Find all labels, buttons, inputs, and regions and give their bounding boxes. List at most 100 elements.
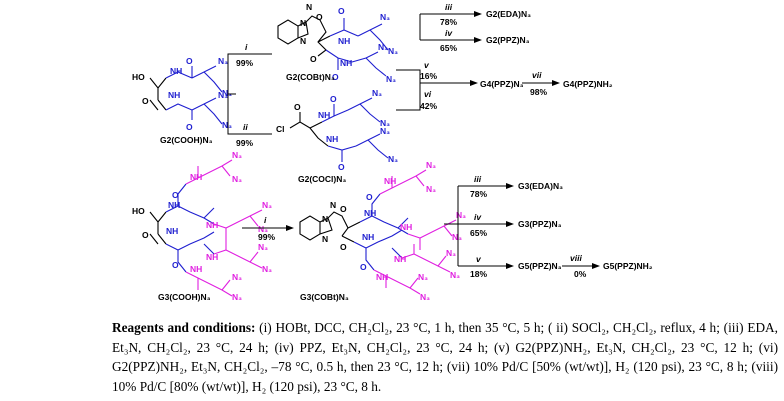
atom-o: O [142, 96, 149, 106]
reaction-scheme: HO O NH NH O O N₃ N₃ N₃ N₃ G2(COOH)N₃ i … [132, 2, 653, 302]
step-yield-iv-bottom: 65% [470, 228, 487, 238]
step-yield-iv-top: 65% [440, 43, 457, 53]
atom-n3: N₃ [232, 150, 242, 160]
step-label-iii-top: iii [445, 2, 453, 12]
product-g2-ppz: G2(PPZ)N₃ [486, 35, 530, 45]
g3-cooh-structure: HO O NH NH O O NH NH NH NH N₃ N₃ N₃ N₃ N… [132, 150, 272, 302]
atom-o: O [332, 72, 339, 82]
atom-nh: NH [384, 176, 396, 186]
atom-n3: N₃ [388, 154, 398, 164]
atom-n3: N₃ [388, 46, 398, 56]
atom-n3: N₃ [420, 292, 430, 302]
atom-cl: Cl [276, 124, 285, 134]
converge-line-v-vi [396, 69, 470, 111]
atom-n3: N₃ [378, 42, 388, 52]
atom-o: O [340, 242, 347, 252]
atom-o: O [294, 102, 301, 112]
atom-ho: HO [132, 72, 145, 82]
atom-n: N [300, 36, 306, 46]
atom-o: O [186, 56, 193, 66]
compound-label-g3-cobt: G3(COBt)N₃ [300, 292, 349, 302]
atom-nh: NH [170, 66, 182, 76]
atom-nh: NH [376, 272, 388, 282]
step-label-v-top: v [424, 60, 430, 70]
compound-label-g2-cooh: G2(COOH)N₃ [160, 135, 213, 145]
caption-body: (i) HOBt, DCC, CH₂Cl₂, 23 °C, 1 h, then … [112, 320, 778, 394]
product-g2-eda: G2(EDA)N₃ [486, 9, 531, 19]
arrowhead [506, 221, 514, 227]
arrowhead [470, 80, 478, 86]
g3-cobt-structure: N N N O O NH NH O O NH NH NH NH N₃ N₃ N₃… [299, 160, 466, 302]
atom-nh: NH [400, 222, 412, 232]
atom-nh: NH [362, 232, 374, 242]
atom-n3: N₃ [380, 126, 390, 136]
product-g4-ppz-nh2: G4(PPZ)NH₂ [563, 79, 613, 89]
g2-cocl-structure: Cl O NH O N₃ N₃ NH O N₃ N₃ G2(COCl)N₃ [276, 88, 398, 184]
compound-label-g3-cooh: G3(COOH)N₃ [158, 292, 211, 302]
atom-n3: N₃ [450, 270, 460, 280]
atom-o: O [172, 190, 179, 200]
product-g4-ppz: G4(PPZ)N₃ [480, 79, 524, 89]
atom-o: O [338, 6, 345, 16]
atom-n3: N₃ [258, 242, 268, 252]
branch-line-iii-iv-v-bottom [444, 185, 506, 267]
arrowhead [506, 183, 514, 189]
compound-label-g2-cobt: G2(COBt)N₃ [286, 72, 335, 82]
atom-nh: NH [168, 200, 180, 210]
atom-nh: NH [190, 264, 202, 274]
step-label-v-bottom: v [476, 254, 482, 264]
atom-n3: N₃ [418, 272, 428, 282]
atom-nh: NH [394, 254, 406, 264]
product-g5-ppz-nh2: G5(PPZ)NH₂ [603, 261, 653, 271]
atom-nh: NH [168, 90, 180, 100]
step-yield-i-top: 99% [236, 58, 253, 68]
step-yield-i-bottom: 99% [258, 232, 275, 242]
atom-o: O [360, 262, 367, 272]
atom-n3: N₃ [446, 248, 456, 258]
atom-n3: N₃ [232, 272, 242, 282]
step-yield-iii-top: 78% [440, 17, 457, 27]
product-g5-ppz: G5(PPZ)N₃ [518, 261, 562, 271]
atom-o: O [338, 162, 345, 172]
atom-n3: N₃ [258, 224, 268, 234]
atom-n3: N₃ [380, 118, 390, 128]
step-label-viii: viii [570, 253, 582, 263]
step-label-i-bottom: i [264, 215, 267, 225]
atom-o: O [330, 94, 337, 104]
atom-nh: NH [338, 36, 350, 46]
step-label-i-top: i [245, 42, 248, 52]
atom-n3: N₃ [380, 12, 390, 22]
product-g3-ppz: G3(PPZ)N₃ [518, 219, 562, 229]
atom-nh: NH [326, 134, 338, 144]
g2-cobt-structure: N N N O O NH O N₃ N₃ NH O N₃ N₃ G2(COBt)… [277, 2, 398, 84]
atom-o: O [172, 260, 179, 270]
step-yield-viii: 0% [574, 269, 587, 279]
atom-n: N [322, 214, 328, 224]
atom-n3: N₃ [218, 56, 228, 66]
arrowhead [286, 225, 294, 231]
atom-n: N [322, 234, 328, 244]
atom-ho: HO [132, 206, 145, 216]
atom-n3: N₃ [222, 88, 232, 98]
atom-n3: N₃ [426, 160, 436, 170]
arrowhead [474, 37, 482, 43]
atom-n: N [330, 200, 336, 210]
atom-n3: N₃ [222, 120, 232, 130]
step-label-vi: vi [424, 89, 432, 99]
compound-label-g2-cocl: G2(COCl)N₃ [298, 174, 346, 184]
branch-line-i-ii [227, 53, 272, 135]
atom-n: N [300, 18, 306, 28]
atom-nh: NH [206, 220, 218, 230]
arrowhead [506, 263, 514, 269]
atom-o: O [186, 122, 193, 132]
atom-o: O [366, 192, 373, 202]
step-yield-v-bottom: 18% [470, 269, 487, 279]
atom-o: O [340, 204, 347, 214]
atom-o: O [310, 54, 317, 64]
atom-n3: N₃ [262, 264, 272, 274]
caption-lead: Reagents and conditions: [112, 320, 256, 335]
atom-n3: N₃ [218, 90, 228, 100]
atom-nh: NH [340, 58, 352, 68]
atom-n3: N₃ [372, 88, 382, 98]
atom-nh: NH [190, 172, 202, 182]
